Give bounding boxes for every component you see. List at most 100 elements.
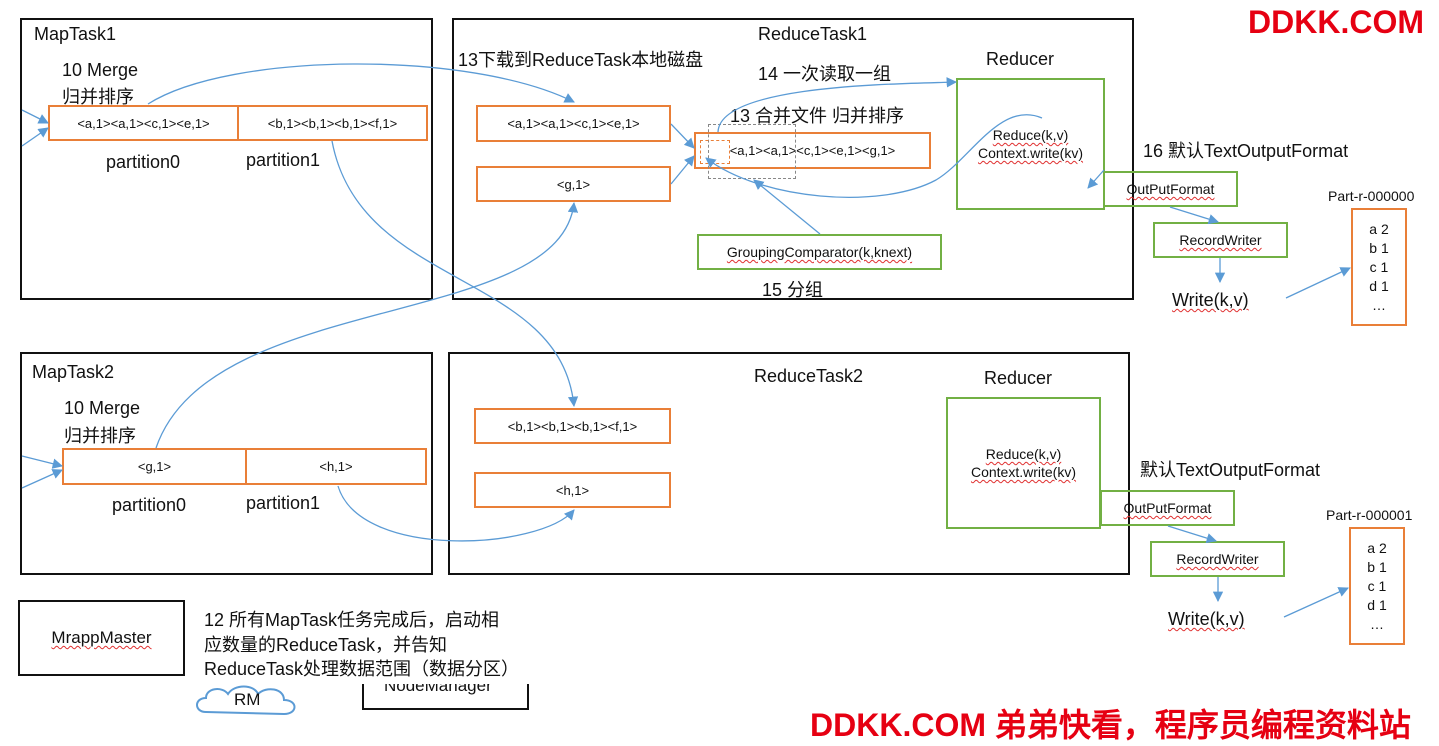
- map2-to-reduce2-arrow: [337, 485, 575, 542]
- maptask1-partition-buffer: <a,1><a,1><c,1><e,1> <b,1><b,1><b,1><f,1…: [48, 105, 428, 141]
- output2-write-text: Write(k,v): [1168, 609, 1245, 629]
- rm-cloud-icon: [196, 685, 296, 716]
- maptask2-partition1-label: partition1: [246, 493, 321, 513]
- reducetask1-merge-label: 13 合并文件 归并排序: [730, 106, 905, 126]
- reducetask2-partition-b-box: <b,1><b,1><b,1><f,1>: [474, 408, 671, 444]
- grouping-arrow: [753, 179, 821, 235]
- outputformat1-to-recordwriter-arrow: [1169, 206, 1219, 225]
- master-note-line1: 12 所有MapTask任务完成后，启动相: [204, 610, 500, 630]
- write1-to-file-arrow: [1285, 267, 1351, 299]
- maptask2-title: MapTask2: [32, 362, 115, 382]
- grouping-comparator-label: GroupingComparator(k,knext): [726, 244, 913, 260]
- maptask1-partition1-cell: <b,1><b,1><b,1><f,1>: [267, 115, 398, 131]
- output2-file-line: b 1: [1367, 558, 1387, 575]
- output1-recordwriter-box: RecordWriter: [1153, 222, 1288, 258]
- output1-format-label: 16 默认TextOutputFormat: [1143, 141, 1349, 161]
- maptask1-partition0-cell: <a,1><a,1><c,1><e,1>: [77, 115, 210, 131]
- output2-file-line: …: [1370, 615, 1384, 632]
- merge-arrow-g: [670, 155, 695, 185]
- reducetask2-partition-h-box: <h,1>: [474, 472, 671, 508]
- reducer1-reduce-call: Reduce(k,v): [992, 127, 1069, 143]
- reducetask1-download-label: 13下载到ReduceTask本地磁盘: [458, 50, 704, 70]
- maptask1-box: [20, 18, 433, 300]
- output2-file-line: d 1: [1367, 596, 1387, 613]
- reducer1-context-write: Context.write(kv): [977, 145, 1084, 161]
- output2-file-line: a 2: [1367, 539, 1387, 556]
- merge-arrow-a: [670, 123, 695, 149]
- reducetask1-partition-g-box: <g,1>: [476, 166, 671, 202]
- reducetask1-title: ReduceTask1: [758, 24, 868, 44]
- output1-file-box: a 2 b 1 c 1 d 1 …: [1351, 208, 1407, 326]
- output1-outputformat-box: OutPutFormat: [1103, 171, 1238, 207]
- nodemanager-box: NodeManager: [362, 684, 529, 710]
- master-note-line2: 应数量的ReduceTask，并告知: [204, 635, 448, 655]
- maptask2-divider: [245, 450, 247, 483]
- mrappmaster-label: MrappMaster: [51, 628, 152, 647]
- reducetask1-partition-a-box: <a,1><a,1><c,1><e,1>: [476, 105, 671, 142]
- output1-recordwriter-label: RecordWriter: [1179, 232, 1262, 248]
- output2-write-label: Write(k,v): [1168, 609, 1245, 630]
- brand-top: DDKK.COM: [1248, 4, 1424, 40]
- output1-write-label: Write(k,v): [1172, 290, 1249, 311]
- output1-file-line: b 1: [1369, 239, 1389, 256]
- output1-write-text: Write(k,v): [1172, 290, 1249, 310]
- output1-file-line: a 2: [1369, 220, 1389, 237]
- reducer1-box: Reduce(k,v) Context.write(kv): [956, 78, 1105, 210]
- output2-file-box: a 2 b 1 c 1 d 1 …: [1349, 527, 1405, 645]
- write2-to-file-arrow: [1283, 587, 1349, 618]
- read-group-arrow: [717, 77, 958, 133]
- map2-input-arrow: [21, 455, 64, 469]
- output2-file-name: Part-r-000001: [1326, 507, 1413, 523]
- maptask2-partition-buffer: <g,1> <h,1>: [62, 448, 427, 485]
- maptask1-merge-label: 10 Merge: [62, 60, 139, 80]
- nodemanager-label: NodeManager: [384, 684, 492, 695]
- output2-recordwriter-box: RecordWriter: [1150, 541, 1285, 577]
- output2-outputformat-label: OutPutFormat: [1123, 500, 1212, 516]
- output1-file-name: Part-r-000000: [1328, 188, 1415, 204]
- maptask1-divider: [237, 107, 239, 139]
- reducetask1-read-group-label: 14 一次读取一组: [758, 64, 892, 84]
- group-highlight-outer: [708, 124, 796, 179]
- grouping-comparator-box: GroupingComparator(k,knext): [697, 234, 942, 270]
- reducer1-to-outputformat-arrow: [1087, 169, 1105, 189]
- maptask1-title: MapTask1: [34, 24, 117, 44]
- maptask1-sort-label: 归并排序: [62, 87, 134, 107]
- output1-file-line: …: [1372, 296, 1386, 313]
- maptask2-partition0-label: partition0: [112, 495, 187, 515]
- maptask2-partition1-cell: <h,1>: [319, 459, 353, 474]
- reducetask1-merged-file-box: <a,1><a,1><c,1><e,1><g,1>: [694, 132, 931, 169]
- map1-input-arrow: [21, 127, 49, 147]
- output1-outputformat-label: OutPutFormat: [1126, 181, 1215, 197]
- output1-file-line: c 1: [1369, 258, 1389, 275]
- maptask1-partition0-label: partition0: [106, 152, 181, 172]
- map2-input-arrow: [21, 469, 63, 489]
- reducer2-reduce-call: Reduce(k,v): [985, 446, 1062, 462]
- brand-bottom: DDKK.COM 弟弟快看，程序员编程资料站: [810, 707, 1411, 743]
- reducer-loop-arrow: [705, 114, 1043, 198]
- reducer2-context-write: Context.write(kv): [970, 464, 1077, 480]
- mrappmaster-box: MrappMaster: [18, 600, 185, 676]
- map1-to-reduce2-arrow: [331, 140, 579, 408]
- reducer2-title: Reducer: [984, 368, 1053, 388]
- grouping-label: 15 分组: [762, 280, 824, 300]
- master-note-line3: ReduceTask处理数据范围（数据分区）: [204, 659, 520, 679]
- maptask2-sort-label: 归并排序: [64, 426, 136, 446]
- output2-recordwriter-label: RecordWriter: [1176, 551, 1259, 567]
- maptask2-box: [20, 352, 433, 575]
- output2-file-line: c 1: [1367, 577, 1387, 594]
- outputformat2-to-recordwriter-arrow: [1167, 525, 1217, 544]
- reducer1-title: Reducer: [986, 49, 1055, 69]
- maptask2-partition0-cell: <g,1>: [137, 459, 172, 474]
- reducetask1-box: [452, 18, 1134, 300]
- map1-input-arrow: [21, 109, 49, 124]
- maptask1-partition1-label: partition1: [246, 150, 321, 170]
- output2-outputformat-box: OutPutFormat: [1100, 490, 1235, 526]
- maptask2-merge-label: 10 Merge: [64, 398, 141, 418]
- reducetask2-title: ReduceTask2: [754, 366, 864, 386]
- rm-label: RM: [234, 690, 261, 709]
- output2-format-label: 默认TextOutputFormat: [1140, 460, 1321, 480]
- reducetask2-box: [448, 352, 1130, 575]
- map2-to-reduce1-arrow: [155, 201, 579, 449]
- map1-to-reduce1-arrow: [147, 63, 575, 105]
